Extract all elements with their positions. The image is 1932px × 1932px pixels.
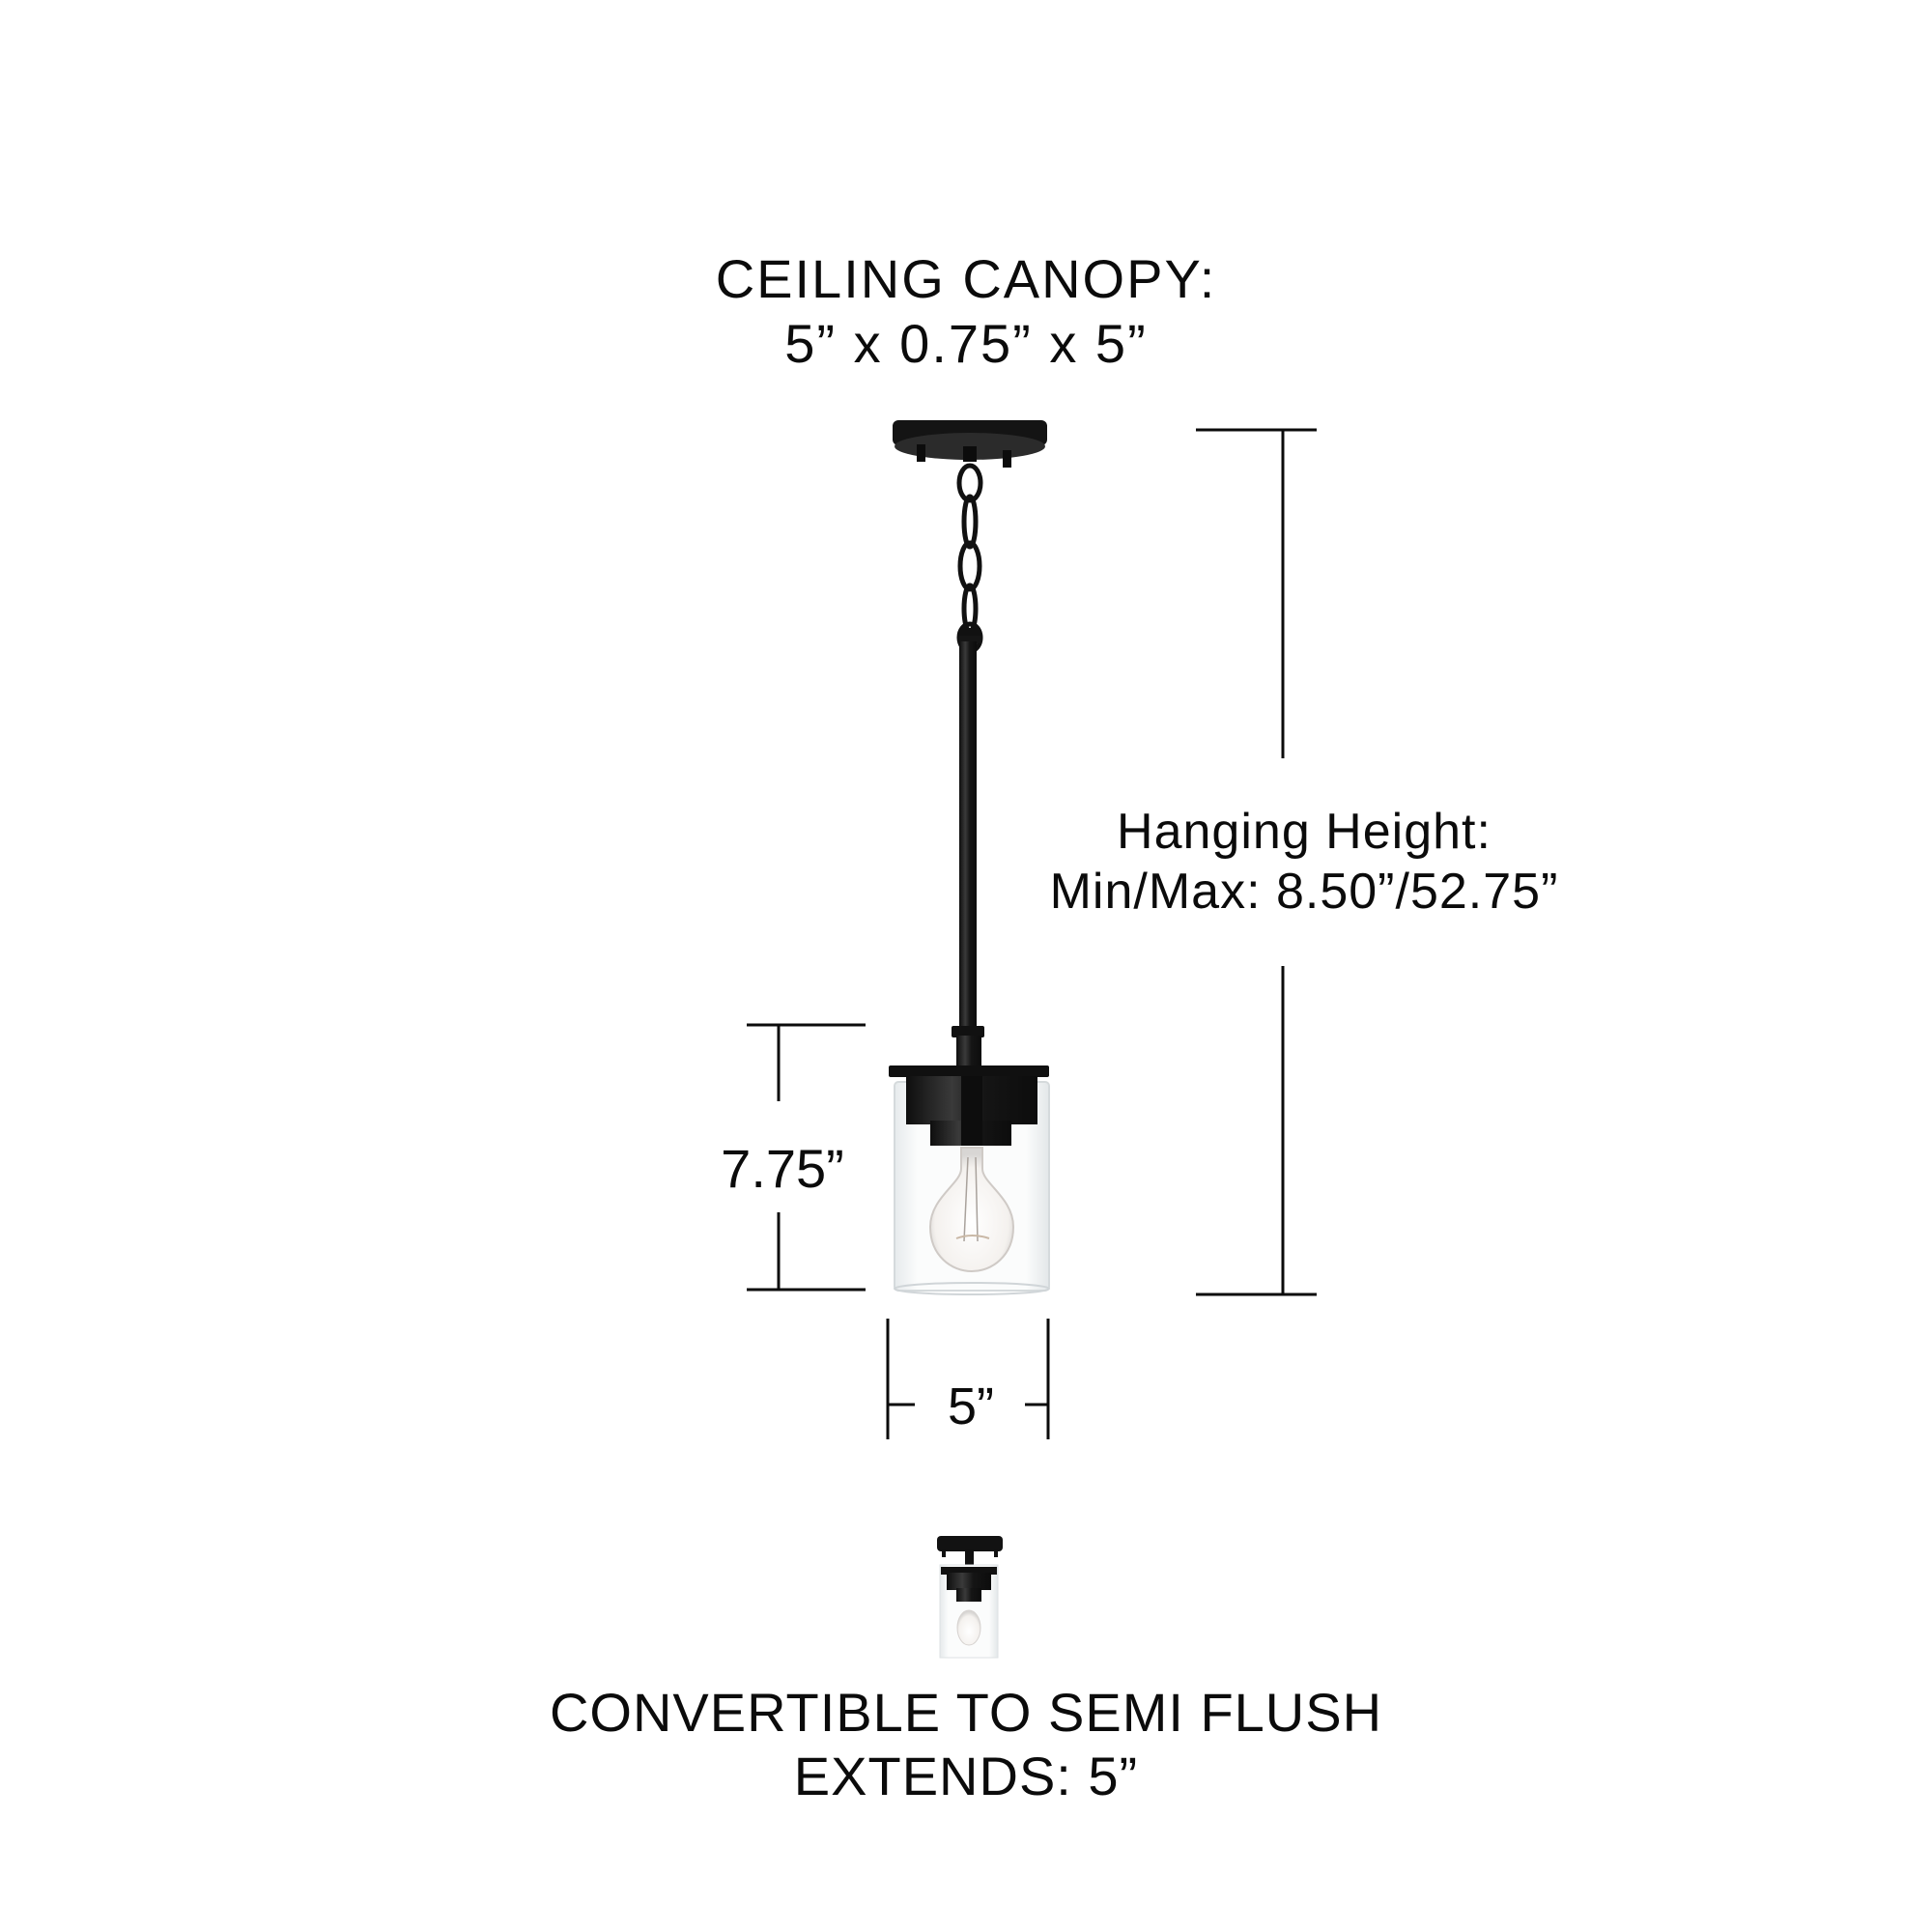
semi-flush-extends: EXTENDS: 5”	[793, 1746, 1139, 1807]
chain	[956, 463, 983, 654]
hanging-height-label: Hanging Height: Min/Max: 8.50”/52.75”	[1005, 802, 1604, 923]
fixture-height-label: 7.75”	[721, 1138, 844, 1199]
pendant-shade	[889, 1065, 1050, 1295]
fixture-width-label: 5”	[947, 1378, 994, 1435]
ceiling-canopy-label: CEILING CANOPY: 5” x 0.75” x 5”	[580, 246, 1352, 376]
hanging-height-range: Min/Max: 8.50”/52.75”	[1049, 864, 1559, 921]
semi-flush-label: CONVERTIBLE TO SEMI FLUSH EXTENDS: 5”	[483, 1681, 1449, 1808]
semi-flush-thumbnail	[937, 1536, 1003, 1659]
canopy-title: CEILING CANOPY:	[715, 248, 1217, 309]
fixture-width-dimension	[886, 1319, 1050, 1439]
hanging-height-title: Hanging Height:	[1117, 804, 1492, 860]
hanging-height-dimension	[1196, 428, 1317, 1296]
light-bulb-icon	[928, 1147, 1015, 1273]
ceiling-canopy	[893, 420, 1047, 468]
fixture-height-dimension	[747, 1023, 866, 1292]
down-rod	[952, 628, 984, 1074]
canopy-dimensions: 5” x 0.75” x 5”	[784, 313, 1148, 375]
semi-flush-title: CONVERTIBLE TO SEMI FLUSH	[549, 1682, 1383, 1743]
